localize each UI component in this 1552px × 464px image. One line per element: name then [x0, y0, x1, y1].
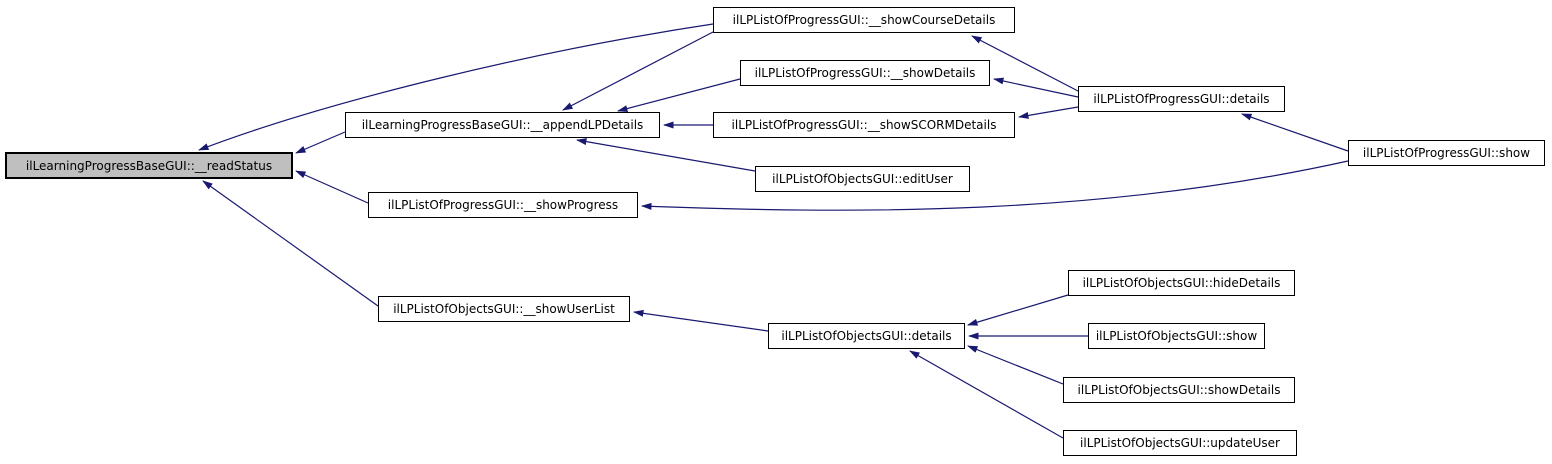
edge-objects-show-details-to-objects-details: [967, 345, 1064, 385]
edge-progress-details-to-show-scorm-details: [1018, 106, 1079, 119]
node-objects-show-details[interactable]: ilLPListOfObjectsGUI::showDetails: [1063, 377, 1295, 403]
node-edit-user[interactable]: ilLPListOfObjectsGUI::editUser: [755, 166, 970, 192]
node-hide-details[interactable]: ilLPListOfObjectsGUI::hideDetails: [1068, 270, 1295, 296]
node-objects-show[interactable]: ilLPListOfObjectsGUI::show: [1088, 323, 1265, 349]
node-show-scorm-details[interactable]: ilLPListOfProgressGUI::__showSCORMDetail…: [713, 112, 1015, 138]
node-read-status[interactable]: ilLearningProgressBaseGUI::__readStatus: [5, 152, 293, 179]
node-objects-details[interactable]: ilLPListOfObjectsGUI::details: [768, 323, 965, 349]
edge-progress-show-to-show-progress: [641, 160, 1349, 211]
edge-show-course-details-to-read-status: [198, 23, 714, 151]
edge-show-course-details-to-append-lp-details: [562, 31, 714, 111]
node-show-progress[interactable]: ilLPListOfProgressGUI::__showProgress: [368, 192, 638, 218]
edge-hide-details-to-objects-details: [967, 294, 1069, 326]
edge-progress-details-to-show-course-details: [971, 35, 1079, 92]
node-append-lp-details[interactable]: ilLearningProgressBaseGUI::__appendLPDet…: [345, 112, 660, 138]
node-show-details[interactable]: ilLPListOfProgressGUI::__showDetails: [740, 60, 990, 86]
node-show-user-list[interactable]: ilLPListOfObjectsGUI::__showUserList: [378, 296, 630, 322]
node-progress-details[interactable]: ilLPListOfProgressGUI::details: [1078, 86, 1285, 112]
node-objects-update-user[interactable]: ilLPListOfObjectsGUI::updateUser: [1063, 430, 1297, 456]
node-show-course-details[interactable]: ilLPListOfProgressGUI::__showCourseDetai…: [713, 7, 1015, 33]
edge-progress-show-to-progress-details: [1241, 113, 1349, 152]
edge-edit-user-to-append-lp-details: [576, 138, 756, 172]
edge-append-lp-details-to-read-status: [295, 131, 346, 154]
node-progress-show[interactable]: ilLPListOfProgressGUI::show: [1348, 140, 1545, 166]
edge-show-details-to-append-lp-details: [617, 78, 741, 112]
edge-progress-details-to-show-details: [993, 77, 1079, 98]
edge-show-user-list-to-read-status: [202, 180, 379, 307]
edge-objects-details-to-show-user-list: [633, 309, 769, 332]
edge-show-progress-to-read-status: [295, 170, 369, 204]
edge-objects-update-user-to-objects-details: [909, 350, 1064, 439]
